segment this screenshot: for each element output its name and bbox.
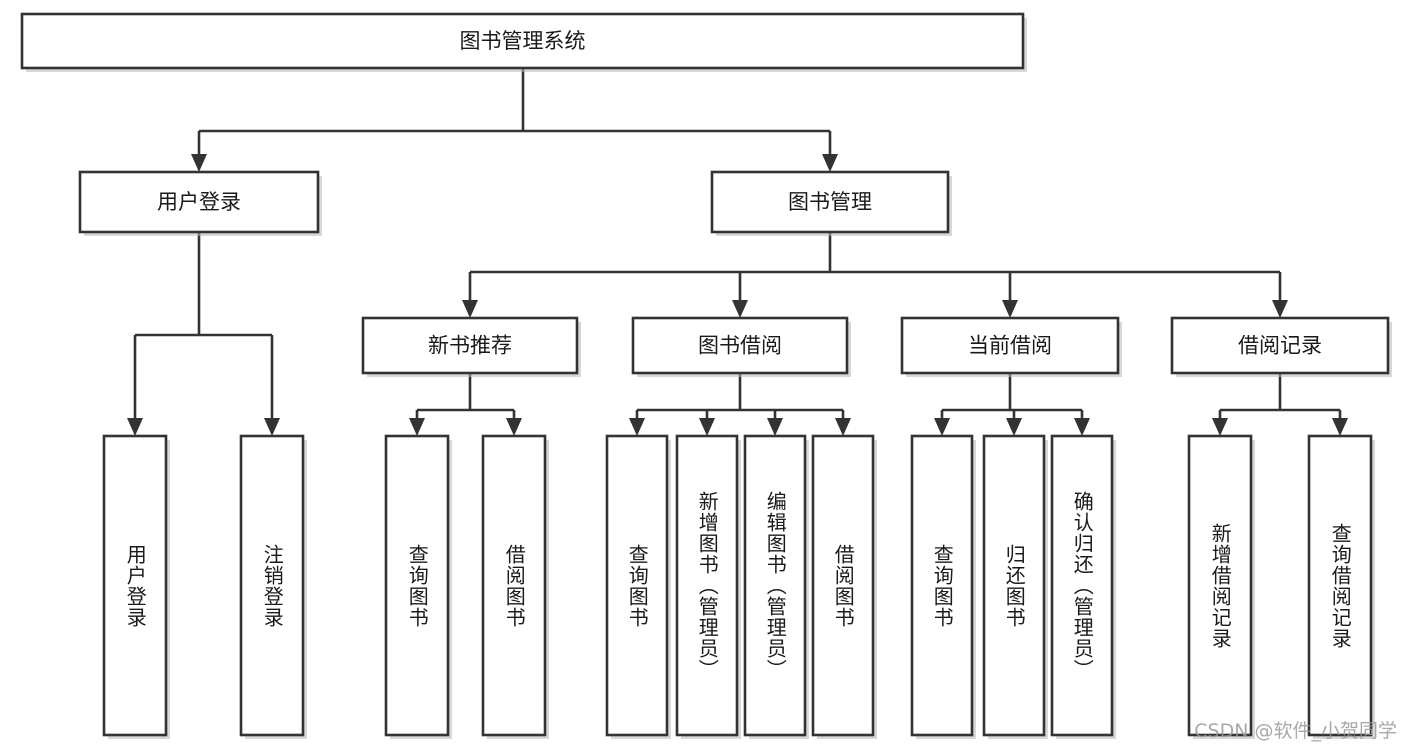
node-boxes-layer — [20, 12, 1392, 739]
node-box-level1-图书管理-1[interactable] — [710, 170, 950, 234]
node-label-level1-用户登录: 用户登录 — [157, 190, 241, 214]
arrow-down-icon-userlogin-1 — [264, 418, 280, 436]
node-box-leaf-编辑图书管理员-6[interactable] — [743, 434, 807, 737]
arrow-down-icon-userlogin-0 — [127, 418, 143, 436]
arrow-down-icon-g0-1 — [506, 418, 522, 436]
node-box-level1-用户登录-0[interactable] — [78, 170, 320, 234]
arrow-down-icon-bookmgmt-1 — [732, 300, 748, 318]
node-box-leaf-新增图书管理员-5[interactable] — [675, 434, 739, 737]
arrow-down-icon-g1-3 — [835, 418, 851, 436]
arrow-down-icon-g3-0 — [1212, 418, 1228, 436]
node-box-leaf-新增借阅记录-11[interactable] — [1187, 434, 1253, 737]
node-label-level2-当前借阅: 当前借阅 — [968, 334, 1052, 358]
arrow-down-icon-g1-1 — [699, 418, 715, 436]
node-label-root-图书管理系统: 图书管理系统 — [460, 29, 586, 53]
node-box-level2-借阅记录-3[interactable] — [1170, 316, 1390, 375]
node-box-leaf-借阅图书-3[interactable] — [481, 434, 547, 737]
node-box-leaf-确认归还管理员-10[interactable] — [1050, 434, 1114, 737]
arrow-down-icon-g1-0 — [629, 418, 645, 436]
arrow-down-icon-g1-2 — [767, 418, 783, 436]
node-box-leaf-查询图书-8[interactable] — [910, 434, 974, 737]
node-label-level2-借阅记录: 借阅记录 — [1238, 334, 1322, 358]
arrow-down-icon-g2-2 — [1074, 418, 1090, 436]
watermark-text: CSDN @软件_小贺同学 — [1194, 720, 1397, 742]
arrow-down-icon-g0-0 — [409, 418, 425, 436]
node-box-level2-图书借阅-1[interactable] — [631, 316, 849, 375]
node-box-level2-新书推荐-0[interactable] — [361, 316, 579, 375]
node-box-leaf-归还图书-9[interactable] — [982, 434, 1046, 737]
arrow-down-icon-g2-0 — [934, 418, 950, 436]
node-box-leaf-查询图书-2[interactable] — [384, 434, 450, 737]
node-label-level1-图书管理: 图书管理 — [788, 190, 872, 214]
arrow-down-icon-g3-1 — [1332, 418, 1348, 436]
node-box-level2-当前借阅-2[interactable] — [900, 316, 1120, 375]
arrow-down-icon-bookmgmt-0 — [462, 300, 478, 318]
node-label-level2-图书借阅: 图书借阅 — [698, 334, 782, 358]
node-box-root-图书管理系统-0[interactable] — [20, 12, 1025, 70]
node-box-leaf-查询图书-4[interactable] — [605, 434, 669, 737]
arrow-down-icon-bookmgmt-2 — [1002, 300, 1018, 318]
node-label-level2-新书推荐: 新书推荐 — [428, 334, 512, 358]
arrow-down-icon-g2-1 — [1006, 418, 1022, 436]
connectors-layer — [127, 68, 1348, 436]
node-box-leaf-注销登录-1[interactable] — [239, 434, 305, 737]
node-box-leaf-查询借阅记录-12[interactable] — [1307, 434, 1373, 737]
arrow-down-icon-root-0 — [191, 154, 207, 172]
arrow-down-icon-root-1 — [822, 154, 838, 172]
node-box-leaf-借阅图书-7[interactable] — [811, 434, 875, 737]
arrow-down-icon-bookmgmt-3 — [1272, 300, 1288, 318]
node-box-leaf-用户登录-0[interactable] — [102, 434, 168, 737]
